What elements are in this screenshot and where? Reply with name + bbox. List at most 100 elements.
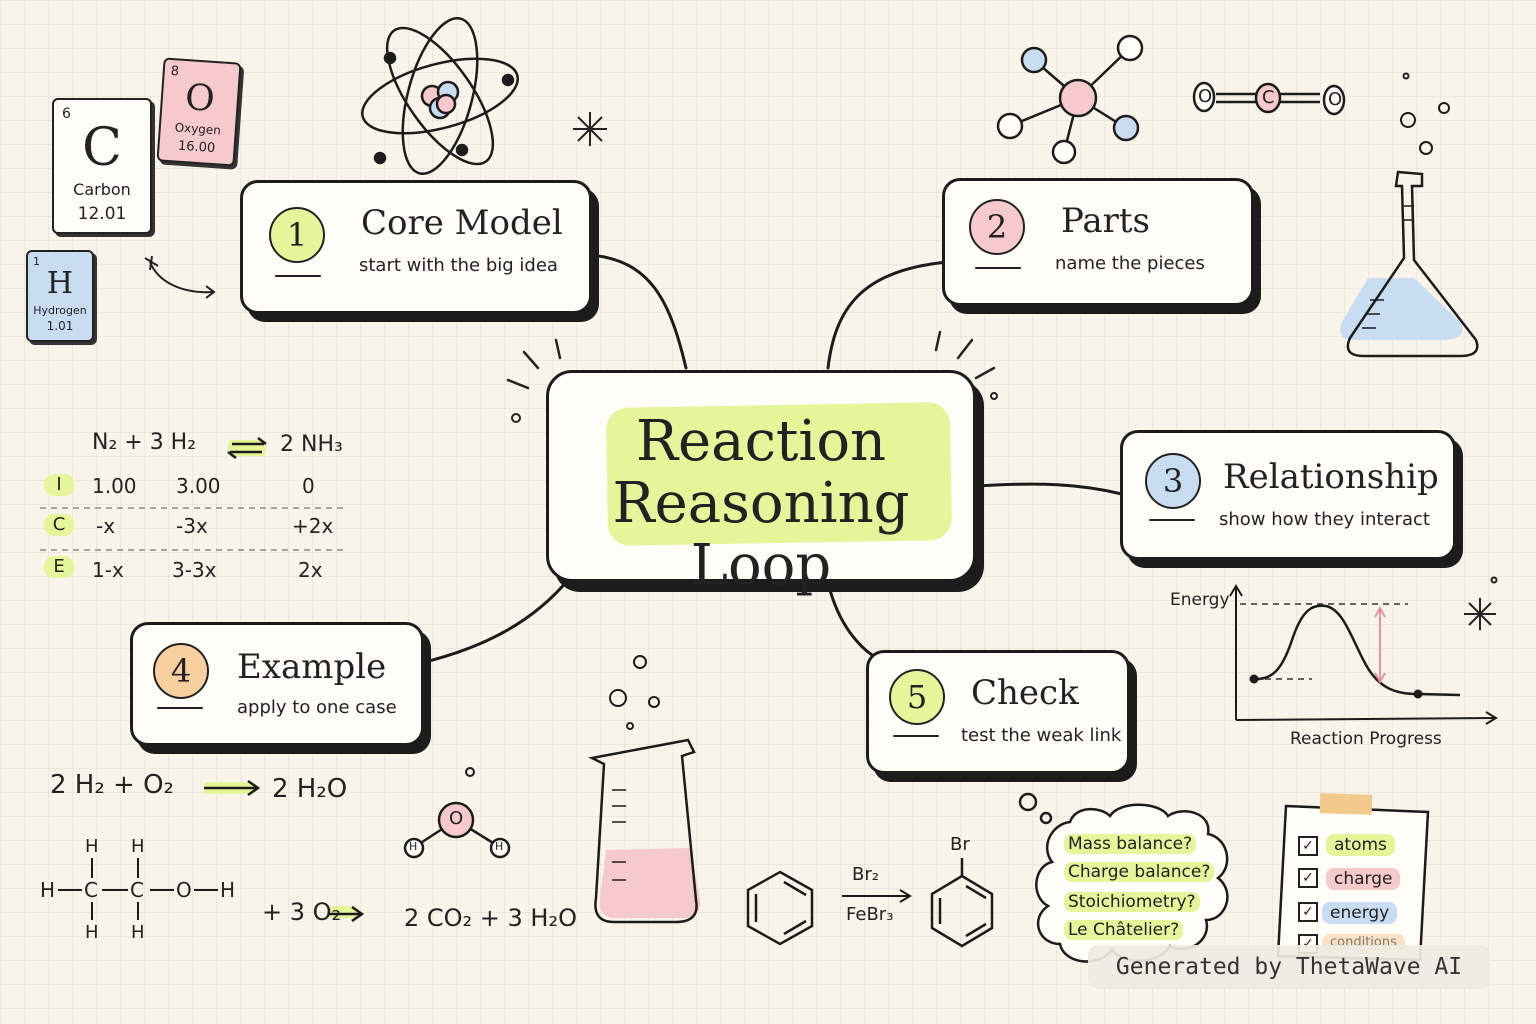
ethanol-bonds [58,858,218,920]
checklist-item: energy [1322,902,1398,924]
ethanol-atom: H [131,836,145,857]
node-parts[interactable]: 2 Parts name the pieces [942,178,1254,306]
co2-atom-label: O [1328,89,1343,110]
bromination-arrow-icon [842,889,912,903]
water-equation-rhs: 2 H₂O [272,774,348,804]
element-card-oxygen: 8 O Oxygen 16.00 [156,57,242,167]
element-symbol: C [82,118,122,178]
water-equation-lhs: 2 H₂ + O₂ [50,770,174,800]
ethanol-atom: H [85,836,99,857]
watermark: Generated by ThetaWave AI [1088,945,1490,989]
node-subtitle: apply to one case [237,697,397,718]
water-molecule-icon [403,767,511,859]
bromobenzene-ring-icon [930,858,994,948]
check-question: Charge balance? [1064,862,1215,882]
node-subtitle: test the weak link [961,725,1122,746]
co2-molecule-icon [1192,81,1346,116]
node-title: Parts [1061,201,1150,241]
ice-table-dividers [40,507,348,551]
element-mass: 16.00 [177,138,216,157]
equilibrium-arrow-icon [227,437,267,459]
curved-arrow-icon [144,255,216,299]
ethanol-atom: H [220,878,236,902]
reaction-arrow-icon [204,779,365,923]
node-title: Relationship [1223,457,1439,497]
check-question: Stoichiometry? [1064,892,1200,912]
beaker-icon [588,655,701,924]
element-card-carbon: 6 C Carbon 12.01 [52,98,152,234]
ethanol-atom: H [131,922,145,943]
element-card-hydrogen: 1 H Hydrogen 1.01 [26,250,94,342]
underline-stroke [275,275,321,277]
node-core-model[interactable]: 1 Core Model start with the big idea [240,180,592,314]
node-number-badge: 5 [889,669,945,725]
checklist-item: charge [1326,868,1401,890]
water-hydrogen-label: H [495,840,504,853]
node-subtitle: name the pieces [1055,253,1205,274]
water-oxygen-label: O [449,808,464,829]
ethanol-atom: H [85,922,99,943]
node-title: Example [237,647,387,687]
node-title: Core Model [361,203,563,243]
node-relationship[interactable]: 3 Relationship show how they interact [1120,430,1456,560]
underline-stroke [157,707,203,709]
energy-axis-label: Energy [1170,590,1230,610]
node-number-badge: 3 [1145,453,1201,509]
combustion-equation-rhs: 2 CO₂ + 3 H₂O [404,904,577,932]
element-mass: 12.01 [77,204,127,224]
connector-relationship [976,482,1124,496]
co2-atom-label: O [1198,86,1213,107]
checkbox[interactable]: ✓ [1298,902,1318,922]
check-question: Mass balance? [1064,834,1197,854]
ice-cell: 0 [302,474,315,498]
center-node[interactable]: Reaction Reasoning Loop [546,370,976,597]
molecule-model-icon [996,34,1144,165]
bromination-reagent-bottom: FeBr₃ [846,904,894,925]
node-subtitle: start with the big idea [359,255,558,276]
erlenmeyer-flask-icon [1340,102,1479,358]
ethanol-atom: C [84,878,98,902]
underline-stroke [1149,519,1195,521]
connector-example [423,578,570,664]
ice-cell: 1.00 [92,474,137,498]
checklist-item: atoms [1326,834,1395,856]
ethanol-atom: O [176,878,192,902]
check-question: Le Châtelier? [1064,920,1184,940]
checkbox[interactable]: ✓ [1298,836,1318,856]
co2-atom-label: C [1262,87,1275,108]
checkbox[interactable]: ✓ [1298,868,1318,888]
ice-cell: 1-x [92,558,124,582]
emphasis-marks [506,330,996,390]
element-name: Oxygen [174,120,222,138]
node-example[interactable]: 4 Example apply to one case [130,622,424,746]
energy-diagram-guides [1240,603,1408,680]
energy-diagram-curve [1253,604,1461,697]
connector-core-model [588,253,688,370]
node-number-badge: 1 [269,207,325,263]
ice-row-label: I [44,474,74,496]
ice-equation-lhs: N₂ + 3 H₂ [92,430,197,455]
center-title-line1: Reaction [635,409,887,474]
atomic-number: 6 [62,106,71,122]
ethanol-atom: H [40,878,56,902]
element-symbol: O [183,77,217,121]
ice-row-label: E [44,556,74,578]
element-symbol: H [46,266,74,301]
sparkle-icon [573,112,1496,630]
bromination-reagent-top: Br₂ [852,864,879,885]
energy-diagram-axes [1229,584,1498,725]
atomic-number: 1 [33,255,40,268]
ice-cell: 3.00 [176,474,221,498]
reaction-progress-axis-label: Reaction Progress [1290,729,1442,749]
element-name: Carbon [73,180,131,199]
combustion-equation-lhs: + 3 O₂ [262,898,342,926]
bromine-substituent: Br [950,834,970,855]
water-hydrogen-label: H [409,840,418,853]
node-check[interactable]: 5 Check test the weak link [866,650,1130,774]
ice-equation-rhs: 2 NH₃ [280,432,343,457]
element-name: Hydrogen [33,304,87,317]
atom-model-icon [361,17,519,175]
node-number-badge: 2 [969,199,1025,255]
center-title-line2: Reasoning Loop [612,471,910,598]
benzene-ring-icon [746,870,814,946]
